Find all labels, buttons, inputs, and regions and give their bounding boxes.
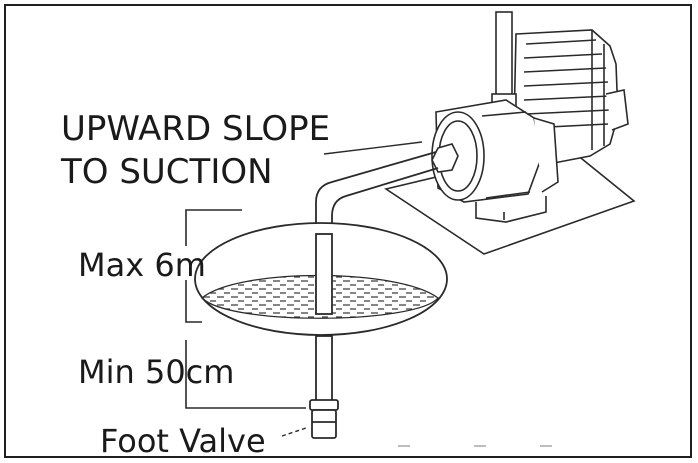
diagram-frame: UPWARD SLOPE TO SUCTION Max 6m Min 50cm … [4, 4, 692, 458]
suction-pipe-lower [315, 335, 333, 403]
suction-union [431, 143, 459, 173]
discharge-pipe [491, 11, 517, 113]
pump-housing [431, 99, 559, 223]
upward-slope-leader [323, 141, 423, 155]
foot-valve-leader [281, 427, 307, 437]
foot-valve-label: Foot Valve [100, 422, 266, 458]
upward-slope-label-line1: UPWARD SLOPE [61, 109, 330, 149]
pump-installation-diagram: UPWARD SLOPE TO SUCTION Max 6m Min 50cm … [60, 11, 636, 458]
upward-slope-label-line2: TO SUCTION [60, 152, 273, 192]
suction-pipe-submerged [315, 233, 333, 315]
max-depth-bracket [185, 209, 242, 323]
min-depth-bracket [185, 340, 306, 409]
max-depth-label: Max 6m [78, 246, 206, 284]
min-depth-label: Min 50cm [78, 353, 234, 391]
suction-pipe [315, 151, 439, 314]
foot-valve [309, 399, 339, 439]
